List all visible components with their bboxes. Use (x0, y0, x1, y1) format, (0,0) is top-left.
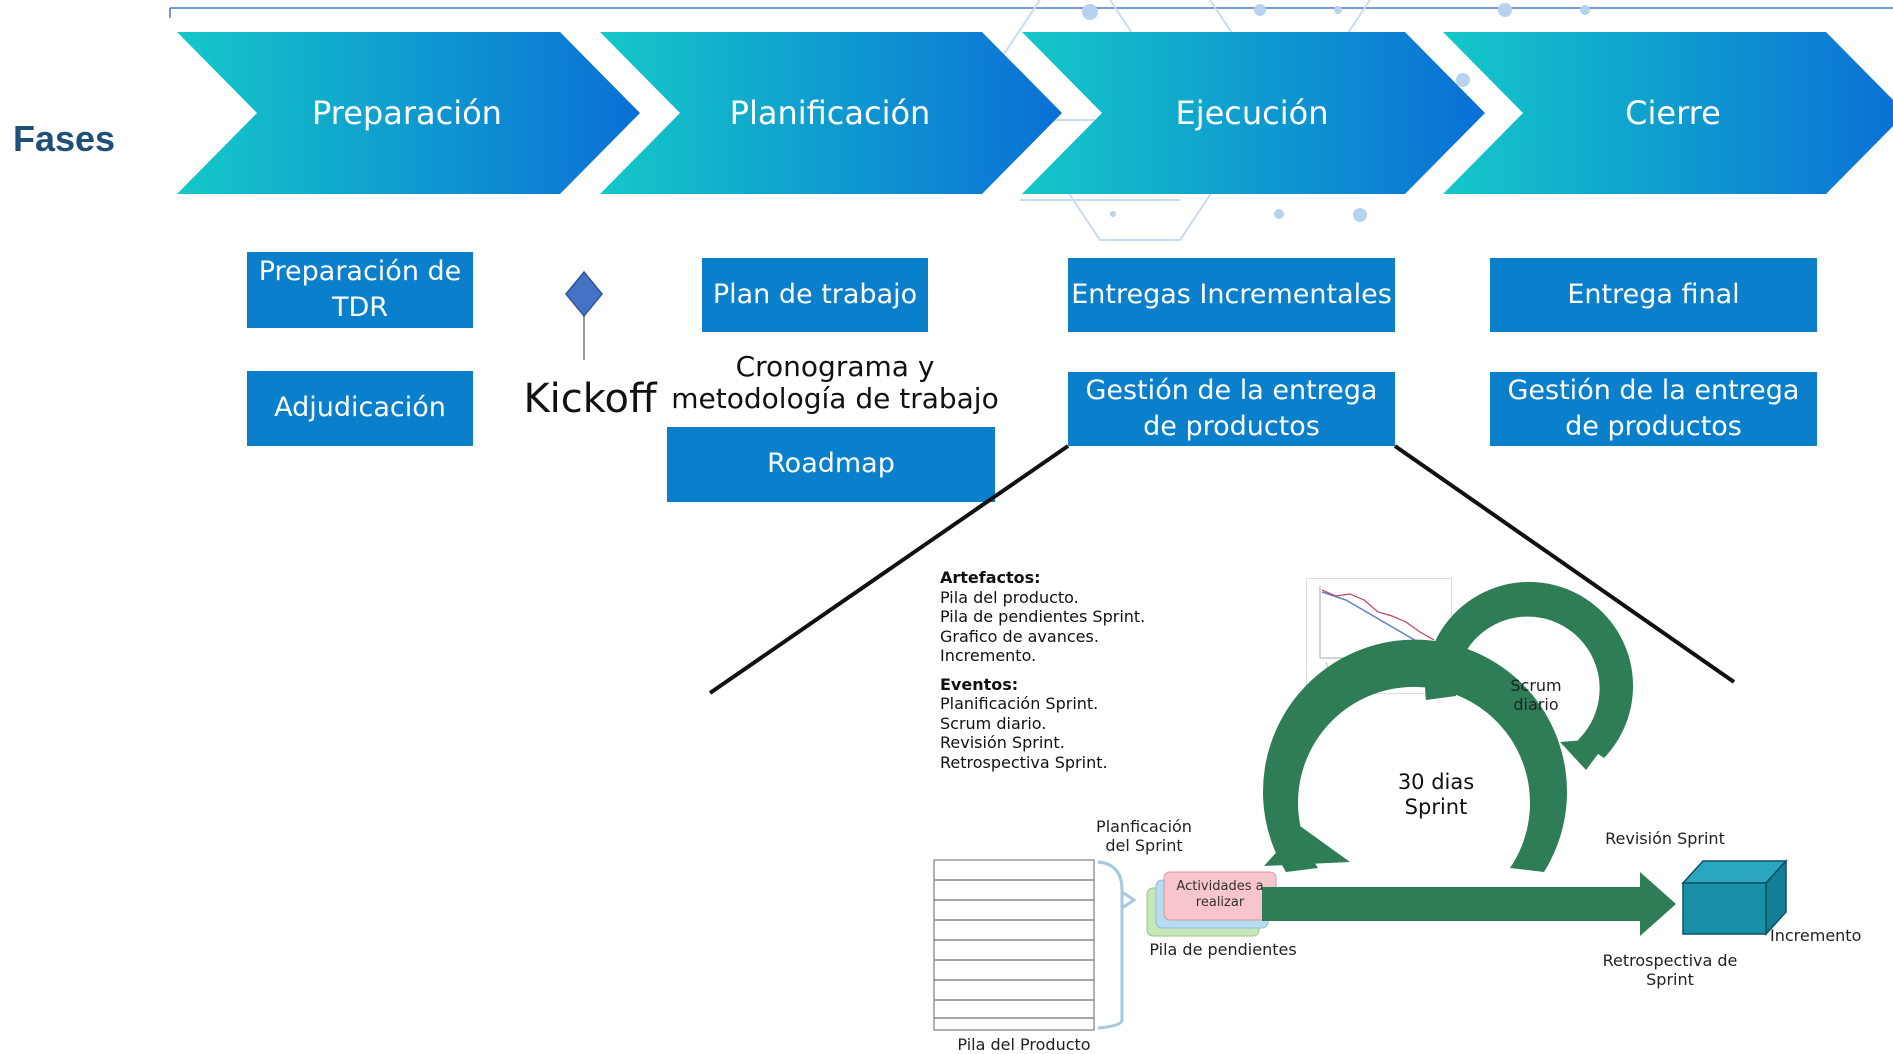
artefacto-item: Pila del producto. (940, 587, 1079, 607)
phase-label-cierre: Cierre (1625, 94, 1721, 132)
retrospectiva-label: Retrospectiva de Sprint (1602, 951, 1738, 989)
revision-sprint-label: Revisión Sprint (1605, 829, 1725, 848)
actividades-label: Actividades a realizar (1176, 879, 1264, 910)
chevron-preparacion (177, 32, 640, 194)
scrum-artefactos-list: Artefactos: Pila del producto. Pila de p… (940, 568, 1145, 772)
box-adjudicacion: Adjudicación (247, 371, 473, 446)
evento-item: Retrospectiva Sprint. (940, 752, 1108, 772)
box-gestion-entrega-ejecucion: Gestión de la entrega de productos (1068, 372, 1395, 446)
pila-pendientes-label: Pila de pendientes (1149, 940, 1297, 959)
evento-item: Revisión Sprint. (940, 733, 1065, 752)
milestone-diamond-icon (565, 270, 603, 360)
product-backlog-stack (933, 859, 1137, 1031)
phase-chevrons (177, 32, 1893, 194)
phase-label-planificacion: Planificación (729, 94, 931, 132)
artefacto-item: Grafico de avances. (940, 626, 1099, 646)
sprint-duration-label: 30 dias Sprint (1376, 770, 1496, 820)
evento-item: Planificación Sprint. (940, 694, 1099, 713)
increment-cube-icon (1681, 859, 1788, 936)
box-preparacion-tdr: Preparación de TDR (247, 252, 473, 328)
box-roadmap: Roadmap (667, 427, 995, 502)
sprint-duration-line1: 30 dias (1397, 770, 1475, 794)
eventos-title: Eventos: (940, 674, 1019, 694)
chevron-ejecucion (1022, 32, 1485, 194)
box-plan-de-trabajo: Plan de trabajo (702, 258, 928, 332)
chevron-cierre (1443, 32, 1893, 194)
milestone-kickoff-label: Kickoff (523, 376, 657, 422)
phase-label-ejecucion: Ejecución (1175, 94, 1329, 132)
sprint-duration-line2: Sprint (1404, 795, 1468, 819)
planificacion-sprint-label: Planficación del Sprint (1096, 817, 1192, 855)
artefactos-title: Artefactos: (940, 568, 1041, 587)
sprint-cycle-arrow (1262, 581, 1676, 936)
box-gestion-entrega-cierre: Gestión de la entrega de productos (1490, 372, 1817, 446)
artefacto-item: Incremento. (940, 646, 1037, 665)
pila-producto-label: Pila del Producto (957, 1035, 1091, 1054)
box-entrega-final: Entrega final (1490, 258, 1817, 332)
incremento-label: Incremento (1770, 926, 1862, 945)
phases-side-label: Fases (13, 118, 116, 159)
cronograma-text: Cronograma y metodología de trabajo (671, 350, 999, 415)
phase-label-preparacion: Preparación (312, 94, 502, 132)
box-entregas-incrementales: Entregas Incrementales (1068, 258, 1395, 332)
scrum-diario-label: Scrum diario (1510, 676, 1562, 714)
chevron-planificacion (600, 32, 1062, 194)
sprint-backlog-cards (1146, 871, 1277, 937)
evento-item: Scrum diario. (940, 713, 1047, 733)
artefacto-item: Pila de pendientes Sprint. (940, 607, 1146, 626)
